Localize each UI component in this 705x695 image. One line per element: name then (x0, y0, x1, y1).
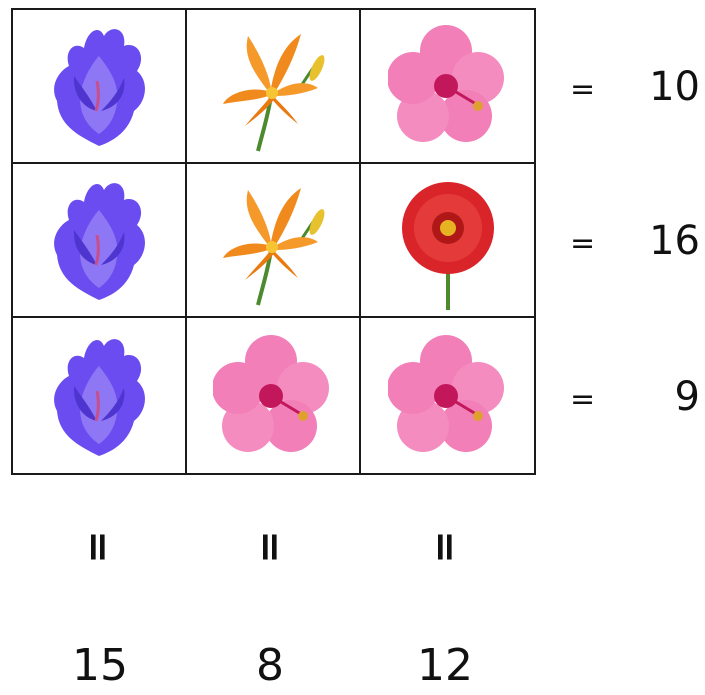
cell-r0-c0[interactable] (13, 10, 187, 164)
cell-r1-c2[interactable] (361, 164, 534, 318)
column-2-sum: 12 (395, 640, 495, 691)
flower-grid (11, 8, 536, 475)
purple-lotus-icon (39, 16, 159, 156)
row-1-equals: = (570, 226, 595, 261)
cell-r1-c1[interactable] (187, 164, 361, 318)
row-1-sum: 16 (630, 218, 700, 264)
purple-lotus-icon (39, 170, 159, 310)
red-gerbera-icon (388, 170, 508, 310)
purple-lotus-icon (39, 326, 159, 466)
column-0-equals: = (75, 517, 121, 577)
cell-r1-c0[interactable] (13, 164, 187, 318)
pink-hibiscus-icon (388, 326, 508, 466)
column-1-sum: 8 (220, 640, 320, 691)
cell-r0-c2[interactable] (361, 10, 534, 164)
orange-lily-icon (213, 170, 333, 310)
pink-hibiscus-icon (388, 16, 508, 156)
cell-r2-c1[interactable] (187, 318, 361, 473)
orange-lily-icon (213, 16, 333, 156)
cell-r2-c2[interactable] (361, 318, 534, 473)
column-0-sum: 15 (50, 640, 150, 691)
column-1-equals: = (247, 517, 293, 577)
row-2-sum: 9 (630, 374, 700, 420)
row-0-equals: = (570, 72, 595, 107)
cell-r2-c0[interactable] (13, 318, 187, 473)
column-2-equals: = (422, 517, 468, 577)
row-2-equals: = (570, 382, 595, 417)
cell-r0-c1[interactable] (187, 10, 361, 164)
row-0-sum: 10 (630, 64, 700, 110)
pink-hibiscus-icon (213, 326, 333, 466)
